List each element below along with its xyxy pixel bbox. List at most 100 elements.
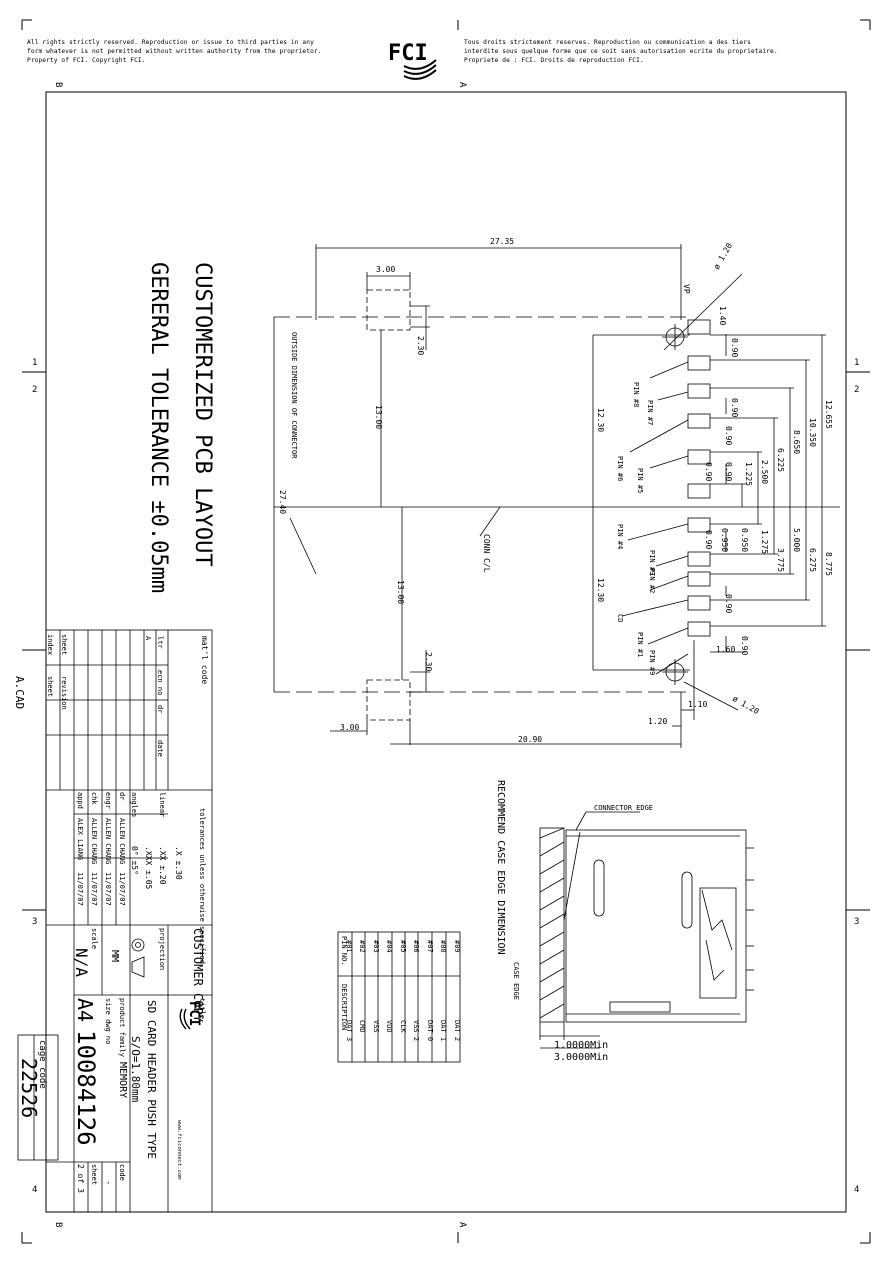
- pin-table-cell-desc: CMD: [358, 1020, 366, 1033]
- dim-6-225: 6.225: [776, 448, 785, 472]
- pin-label-7: PIN #7: [646, 400, 654, 425]
- date-engr: 11/07/07: [104, 872, 112, 906]
- name-appd: ALEX LIANG: [76, 818, 84, 860]
- dim-1-40: 1.40: [718, 306, 727, 325]
- ltr-label: ltr: [156, 636, 164, 649]
- pin-table-cell-no: #06: [412, 940, 420, 953]
- copyright-left-line: Property of FCI. Copyright FCI.: [27, 57, 146, 64]
- dim-27-40: 27.40: [278, 490, 287, 514]
- pin-table-cell-desc: DAT 3: [345, 1020, 353, 1041]
- copyright-right-line: Propriete de : FCI. Droits de reproducti…: [464, 57, 644, 64]
- dim-0-90-b: 0.90: [730, 398, 739, 417]
- dim-3-00-bottom: 3.00: [340, 723, 359, 732]
- dim-0-90-c: 0.90: [724, 426, 733, 445]
- pin-label-cd: CD: [616, 614, 624, 622]
- dim-0-90-a: 0.90: [730, 338, 739, 357]
- case-edge-view: [539, 811, 754, 1049]
- dim-13-00-top: 13.00: [374, 405, 383, 429]
- dim-0-90-e: 0.90: [704, 462, 713, 481]
- zone-side-4-right: 4: [854, 1185, 859, 1195]
- svg-text:FCI: FCI: [388, 41, 428, 66]
- dim-1-20: 1.20: [648, 717, 667, 726]
- title-block-text: mat'l code ltr ecn no dr date A sheet in…: [17, 634, 209, 1193]
- copyright-left-line: form whatever is not permitted without w…: [27, 48, 322, 55]
- zone-side-1: 1: [32, 358, 37, 368]
- dim-phi-1-20-bottom: ø 1.20: [731, 694, 761, 716]
- dim-0-90-f: 0.90: [704, 530, 713, 549]
- projection-label: projection: [158, 928, 166, 970]
- dim-2-500: 2.500: [760, 460, 769, 484]
- date-appd: 11/07/07: [76, 872, 84, 906]
- dim-2-30-bottom: 2.30: [424, 652, 433, 671]
- pcb-layout: [273, 244, 840, 748]
- tol-xxx: .XXX ±.05: [144, 846, 153, 890]
- pin-label-8: PIN #8: [632, 382, 640, 407]
- dim-13-00-bottom: 13.00: [396, 580, 405, 604]
- recommend-note: RECOMMEND CASE EDGE DIMENSION: [495, 780, 506, 955]
- revision-label: revision: [60, 676, 68, 710]
- customer-copy: CUSTOMER COPY: [191, 928, 205, 1023]
- code-label: code: [118, 1164, 126, 1181]
- size-dwg-label: size dwg no: [104, 998, 112, 1044]
- name-dr: ALLEN CHANG: [118, 818, 126, 864]
- pin-table-cell-desc: DAT 2: [453, 1020, 461, 1041]
- pin-table-cell-desc: VDD: [385, 1020, 393, 1033]
- dim-0-90-h: 0.90: [740, 636, 749, 655]
- units-mm: MM: [109, 950, 120, 962]
- cage-code: 22526: [17, 1058, 41, 1118]
- name-engr: ALLEN CHANG: [104, 818, 112, 864]
- drawing-title-2: S/O=1.80mm: [129, 1036, 142, 1103]
- copyright-right-line: Tous droits strictement reserves. Reprod…: [464, 39, 751, 46]
- svg-text:FCI: FCI: [186, 1001, 202, 1026]
- tol-xx: .XX ±.20: [158, 846, 167, 885]
- copyright-right-line: interdite sous quelque forme que ce soit…: [464, 48, 778, 55]
- role-dr: dr: [118, 792, 126, 800]
- sheet-label: sheet: [60, 634, 68, 655]
- ecn-label: ecn no: [156, 670, 164, 695]
- case-edge-note: CASE EDGE: [512, 962, 520, 1000]
- outside-dim-note: OUTSIDE DIMENSION OF CONNECTOR: [290, 332, 298, 459]
- dim-5-000: 5.000: [792, 528, 801, 552]
- dim-2-30-top: 2.30: [416, 336, 425, 355]
- pin-table-cell-desc: VSS: [372, 1020, 380, 1033]
- dim-12-30-bottom: 12.30: [596, 578, 605, 602]
- drawing-title-1: SD CARD HEADER PUSH TYPE: [145, 1000, 158, 1159]
- connector-edge-note: CONNECTOR EDGE: [594, 804, 653, 812]
- rev-a: A: [144, 636, 152, 641]
- name-chk: ALLEN CHANG: [90, 818, 98, 864]
- pin-table-cell-no: #05: [399, 940, 407, 953]
- dim-phi-1-20-top: ø 1.20: [712, 241, 734, 271]
- dim-0-950-a: 0.950: [740, 528, 749, 552]
- pin-table-cell-no: #01: [345, 940, 353, 953]
- pin-table-header-desc: DESCRIPTION: [340, 984, 348, 1030]
- size-value: A4: [73, 998, 97, 1022]
- title-label: title: [198, 998, 206, 1019]
- dim-27-35: 27.35: [490, 237, 514, 246]
- tolerances-label: tolerances unless otherwise specified: [198, 808, 206, 964]
- date-dr: 11/07/07: [118, 872, 126, 906]
- zone-top-a: A: [457, 82, 467, 88]
- zone-side-4: 4: [32, 1185, 37, 1195]
- pin-table-cell-no: #03: [372, 940, 380, 953]
- dim-6-275: 6.275: [808, 548, 817, 572]
- pin-table-cell-no: #04: [385, 940, 393, 953]
- pin-label-2: PIN #2: [648, 568, 656, 593]
- product-family-label: product family: [118, 998, 126, 1057]
- pcb-dim-labels: 27.35 3.00 2.30 13.00 13.00 27.40 2.30 3…: [278, 237, 833, 744]
- dim-0-950-b: 0.950: [720, 528, 729, 552]
- pin-labels: PIN #8 PIN #7 PIN #6 PIN #5 PIN #4 PIN #…: [616, 382, 656, 675]
- dim-3-775: 3.775: [776, 548, 785, 572]
- dim-1-225: 1.225: [744, 462, 753, 486]
- pin-table-text: PIN NO. DESCRIPTION: [340, 936, 348, 1030]
- dim-1-275: 1.275: [760, 530, 769, 554]
- code-value: -: [103, 1180, 113, 1185]
- zone-side-2: 2: [32, 385, 37, 395]
- copyright-left-line: All rights strictly reserved. Reproducti…: [27, 39, 314, 46]
- zone-bottom-a: A: [457, 1222, 467, 1228]
- pin-label-6: PIN #6: [616, 456, 624, 481]
- scale-label: scale: [90, 928, 98, 949]
- index-label: index: [46, 634, 54, 655]
- pin-label-1: PIN #1: [636, 632, 644, 657]
- dim-1-60: 1.60: [716, 645, 735, 654]
- fci-logo: FCI: [388, 41, 437, 80]
